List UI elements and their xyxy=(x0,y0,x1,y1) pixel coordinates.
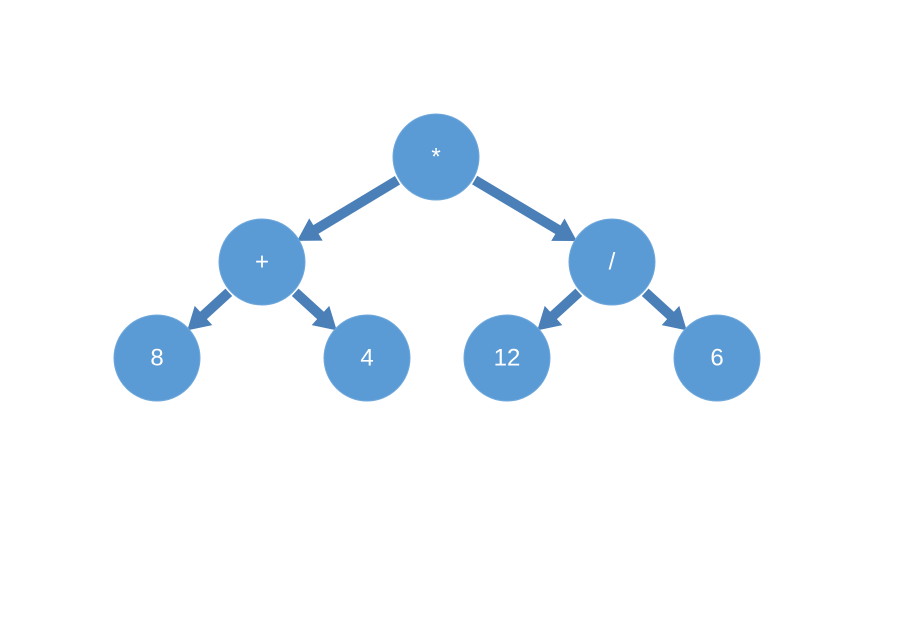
edge-arrow-root-to-plus xyxy=(297,175,401,241)
tree-node-div: / xyxy=(568,218,656,306)
tree-node-n6: 6 xyxy=(673,314,761,402)
node-circle xyxy=(113,314,201,402)
edge-arrow-plus-to-n8 xyxy=(187,288,233,331)
tree-node-root: * xyxy=(392,113,480,201)
tree-node-n12: 12 xyxy=(463,314,551,402)
edge-arrow-plus-to-n4 xyxy=(291,288,337,331)
node-circle xyxy=(568,218,656,306)
node-circle xyxy=(463,314,551,402)
tree-node-n4: 4 xyxy=(323,314,411,402)
node-label: * xyxy=(431,144,440,171)
edge-arrow-div-to-n12 xyxy=(537,288,583,331)
node-circle xyxy=(218,218,306,306)
node-circle xyxy=(323,314,411,402)
tree-node-plus: + xyxy=(218,218,306,306)
node-label: + xyxy=(255,249,269,276)
tree-node-n8: 8 xyxy=(113,314,201,402)
node-label: / xyxy=(609,249,616,276)
edge-arrow-div-to-n6 xyxy=(641,288,687,331)
node-label: 6 xyxy=(710,345,723,372)
node-label: 12 xyxy=(494,345,521,372)
node-label: 8 xyxy=(150,345,163,372)
node-circle xyxy=(392,113,480,201)
node-circle xyxy=(673,314,761,402)
node-label: 4 xyxy=(360,345,373,372)
edge-arrow-root-to-div xyxy=(472,175,577,241)
